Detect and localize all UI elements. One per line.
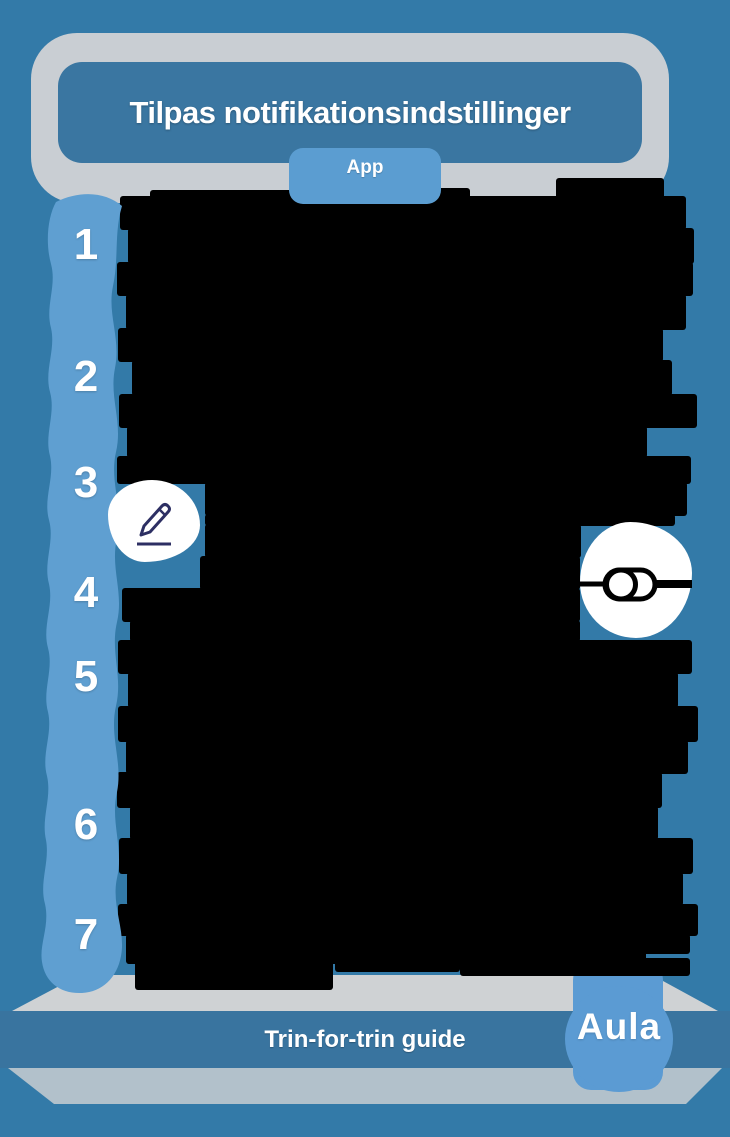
- redacted-text-block: [205, 482, 687, 516]
- redacted-text-block: [200, 556, 580, 590]
- step-number-6: 6: [73, 800, 99, 849]
- redacted-text-block: [117, 262, 693, 296]
- redacted-text-block: [150, 190, 310, 200]
- brand-name: Aula: [576, 1006, 662, 1047]
- header-panel: Tilpas notifikationsindstillinger: [58, 62, 642, 163]
- redacted-text-block: [335, 956, 460, 972]
- redacted-text-block: [132, 360, 672, 396]
- redacted-text-block: [128, 672, 678, 708]
- redacted-text-block: [128, 228, 694, 264]
- step-number-5: 5: [73, 652, 99, 701]
- page-title: Tilpas notifikationsindstillinger: [129, 94, 571, 130]
- toggle-icon: [580, 567, 692, 602]
- brand-logo-shape: [565, 986, 673, 1092]
- redacted-text-block: [126, 294, 686, 330]
- redacted-text-block: [118, 328, 663, 362]
- step-number-7: 7: [73, 910, 99, 959]
- redacted-text-block: [119, 838, 693, 874]
- step-number-2: 2: [73, 352, 99, 401]
- redacted-text-block: [580, 934, 690, 954]
- redacted-text-block: [130, 806, 658, 840]
- footer-title: Trin-for-trin guide: [264, 1025, 466, 1053]
- redacted-text-block: [126, 740, 688, 774]
- redacted-text-block: [118, 640, 692, 674]
- redacted-text-block: [205, 514, 675, 526]
- platform-badge-label: App: [346, 157, 384, 178]
- redacted-text-block: [117, 772, 662, 808]
- redacted-text-block: [130, 620, 580, 642]
- pencil-callout: [108, 480, 200, 562]
- redacted-text-block: [122, 588, 580, 622]
- redacted-text-block: [127, 426, 647, 458]
- redacted-text-block: [135, 960, 333, 990]
- redacted-text-block: [127, 872, 683, 906]
- brand-logo: Aula: [565, 962, 673, 1092]
- step-number-3: 3: [73, 458, 99, 507]
- redacted-text-block: [205, 524, 581, 558]
- pencil-icon: [137, 503, 171, 546]
- redacted-text-block: [117, 456, 691, 484]
- step-number-1: 1: [73, 220, 99, 269]
- toggle-callout: [580, 522, 692, 638]
- platform-badge: App: [289, 148, 441, 204]
- redacted-text-block: [460, 958, 690, 976]
- redacted-text-block: [118, 706, 698, 742]
- redacted-text-block: [118, 904, 698, 936]
- header-frame: Tilpas notifikationsindstillinger: [31, 33, 669, 203]
- redacted-text-block: [119, 394, 697, 428]
- step-number-4: 4: [73, 568, 99, 617]
